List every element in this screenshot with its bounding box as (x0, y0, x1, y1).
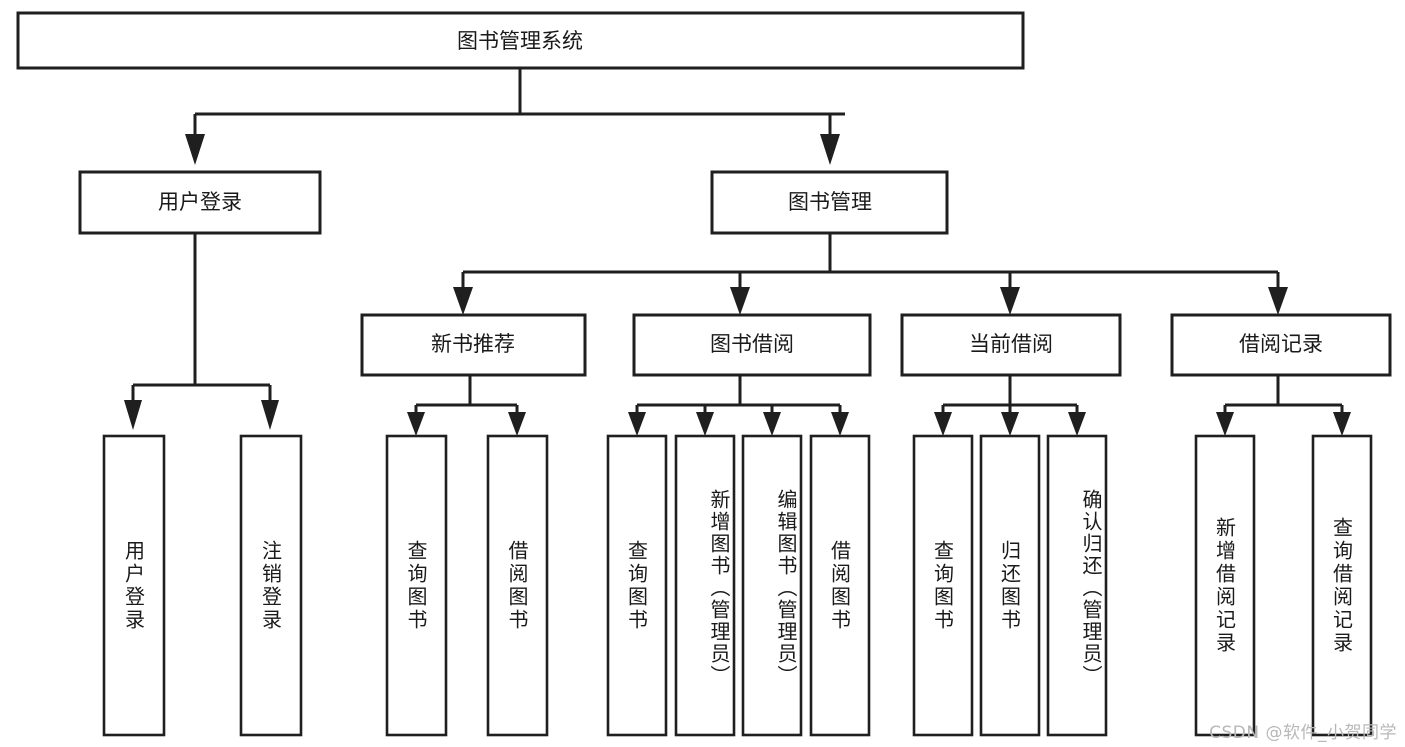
arrow-head-ul-leaf2 (261, 400, 279, 430)
arrow-head-br-leaf2 (1333, 412, 1351, 436)
arrow-head-book-manage (820, 134, 840, 165)
leaf-label-cb-1: 查询图书 (930, 539, 955, 632)
connector-group-borrow-record (1216, 375, 1351, 436)
leaf-label-bb-3: 编辑图书（管理员） (774, 488, 798, 687)
leaf-label-user-login-1: 用户登录 (121, 539, 146, 632)
arrow-head-user-login (185, 134, 205, 165)
connector-group-book-borrow (628, 375, 849, 436)
leaf-box-cb-2[interactable] (979, 434, 1041, 737)
node-user-login-box[interactable] (78, 170, 322, 235)
leaf-box-cb-3[interactable] (1046, 434, 1108, 737)
node-current-borrow[interactable]: 当前借阅 (900, 313, 1122, 377)
leaf-label-br-2: 查询借阅记录 (1329, 516, 1354, 655)
leaf-label-user-login-2: 注销登录 (258, 539, 283, 632)
node-new-book-recommend-box[interactable] (360, 313, 587, 377)
leaf-label-cb-3: 确认归还（管理员） (1079, 488, 1103, 687)
node-book-manage[interactable]: 图书管理 (710, 170, 949, 235)
node-root-label: 图书管理系统 (457, 29, 583, 53)
node-current-borrow-box[interactable] (900, 313, 1122, 377)
node-book-manage-label: 图书管理 (788, 190, 872, 214)
leaf-box-br-2[interactable] (1311, 434, 1373, 737)
node-root-system[interactable]: 图书管理系统 (16, 11, 1025, 70)
node-borrow-record-label: 借阅记录 (1239, 332, 1323, 356)
leaf-box-user-login-1[interactable] (102, 434, 166, 737)
node-borrow-record[interactable]: 借阅记录 (1170, 313, 1392, 377)
leaf-box-group (102, 434, 1373, 737)
connector-group-new-book-recommend (407, 375, 526, 436)
node-book-borrow-box[interactable] (632, 313, 872, 377)
leaf-label-nbr-1: 查询图书 (404, 539, 428, 632)
leaf-box-nbr-2[interactable] (486, 434, 549, 737)
connector-group-user-login (124, 233, 279, 430)
arrow-head-cb-leaf2 (1001, 412, 1019, 436)
connector-group-book-manage (453, 233, 1288, 315)
connector-group-current-borrow (934, 375, 1086, 436)
node-new-book-recommend-label: 新书推荐 (431, 332, 515, 356)
arrow-head-cb-leaf1 (934, 412, 952, 436)
leaf-label-nbr-2: 借阅图书 (505, 539, 529, 632)
arrow-head-bb-leaf2 (696, 412, 714, 436)
node-current-borrow-label: 当前借阅 (969, 332, 1053, 356)
leaf-box-bb-1[interactable] (606, 434, 668, 737)
node-new-book-recommend[interactable]: 新书推荐 (360, 313, 587, 377)
leaf-label-br-1: 新增借阅记录 (1212, 516, 1237, 655)
arrow-head-book-borrow (730, 287, 750, 315)
node-borrow-record-box[interactable] (1170, 313, 1392, 377)
node-user-login[interactable]: 用户登录 (78, 170, 322, 235)
leaf-box-br-1[interactable] (1194, 434, 1256, 737)
leaf-label-cb-2: 归还图书 (997, 539, 1022, 632)
arrow-head-bb-leaf1 (628, 412, 646, 436)
arrow-head-bb-leaf4 (831, 412, 849, 436)
arrow-head-bb-leaf3 (763, 412, 781, 436)
arrow-head-new-book-recommend (453, 287, 473, 315)
leaf-box-cb-1[interactable] (912, 434, 974, 737)
arrow-head-cb-leaf3 (1068, 412, 1086, 436)
leaf-box-bb-2[interactable] (674, 434, 736, 737)
leaf-box-bb-4[interactable] (809, 434, 871, 737)
node-book-manage-box[interactable] (710, 170, 949, 235)
leaf-label-bb-2: 新增图书（管理员） (707, 488, 731, 687)
node-root-box[interactable] (16, 11, 1025, 70)
arrow-head-ul-leaf1 (124, 400, 142, 430)
connector-group-root (185, 68, 845, 165)
arrow-head-current-borrow (1000, 287, 1020, 315)
leaf-label-bb-4: 借阅图书 (827, 539, 852, 632)
arrow-head-nbr-leaf2 (508, 412, 526, 436)
arrow-head-borrow-record (1268, 287, 1288, 315)
arrow-head-nbr-leaf1 (407, 412, 425, 436)
leaf-box-user-login-2[interactable] (239, 434, 303, 737)
node-user-login-label: 用户登录 (158, 190, 242, 214)
arrow-head-br-leaf1 (1216, 412, 1234, 436)
leaf-box-nbr-1[interactable] (385, 434, 448, 737)
node-book-borrow-label: 图书借阅 (710, 332, 794, 356)
leaf-box-bb-3[interactable] (741, 434, 803, 737)
node-book-borrow[interactable]: 图书借阅 (632, 313, 872, 377)
leaf-label-bb-1: 查询图书 (624, 539, 649, 632)
